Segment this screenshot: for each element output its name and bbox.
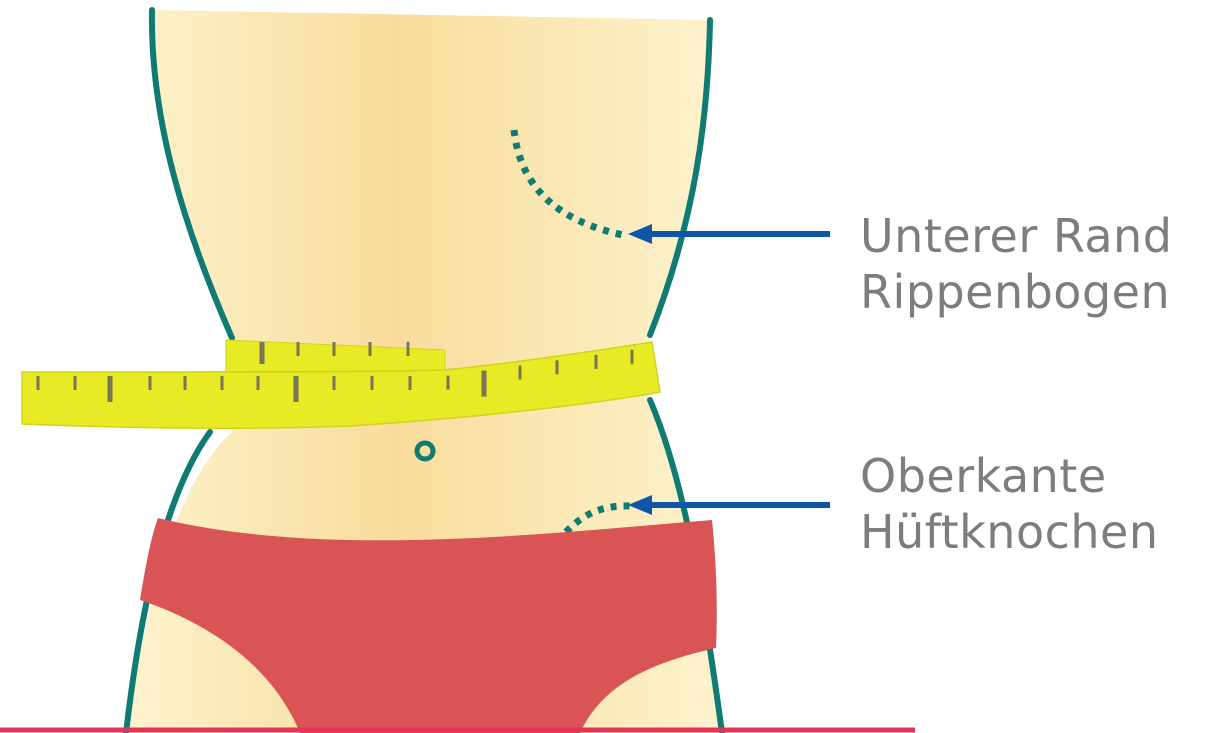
label-rib-edge: Unterer Rand Rippenbogen [860, 208, 1172, 320]
label-hip-top-line1: Oberkante [860, 448, 1159, 504]
label-hip-top-line2: Hüftknochen [860, 504, 1159, 560]
label-rib-edge-line1: Unterer Rand [860, 208, 1172, 264]
label-rib-edge-line2: Rippenbogen [860, 264, 1172, 320]
label-hip-top: Oberkante Hüftknochen [860, 448, 1159, 560]
